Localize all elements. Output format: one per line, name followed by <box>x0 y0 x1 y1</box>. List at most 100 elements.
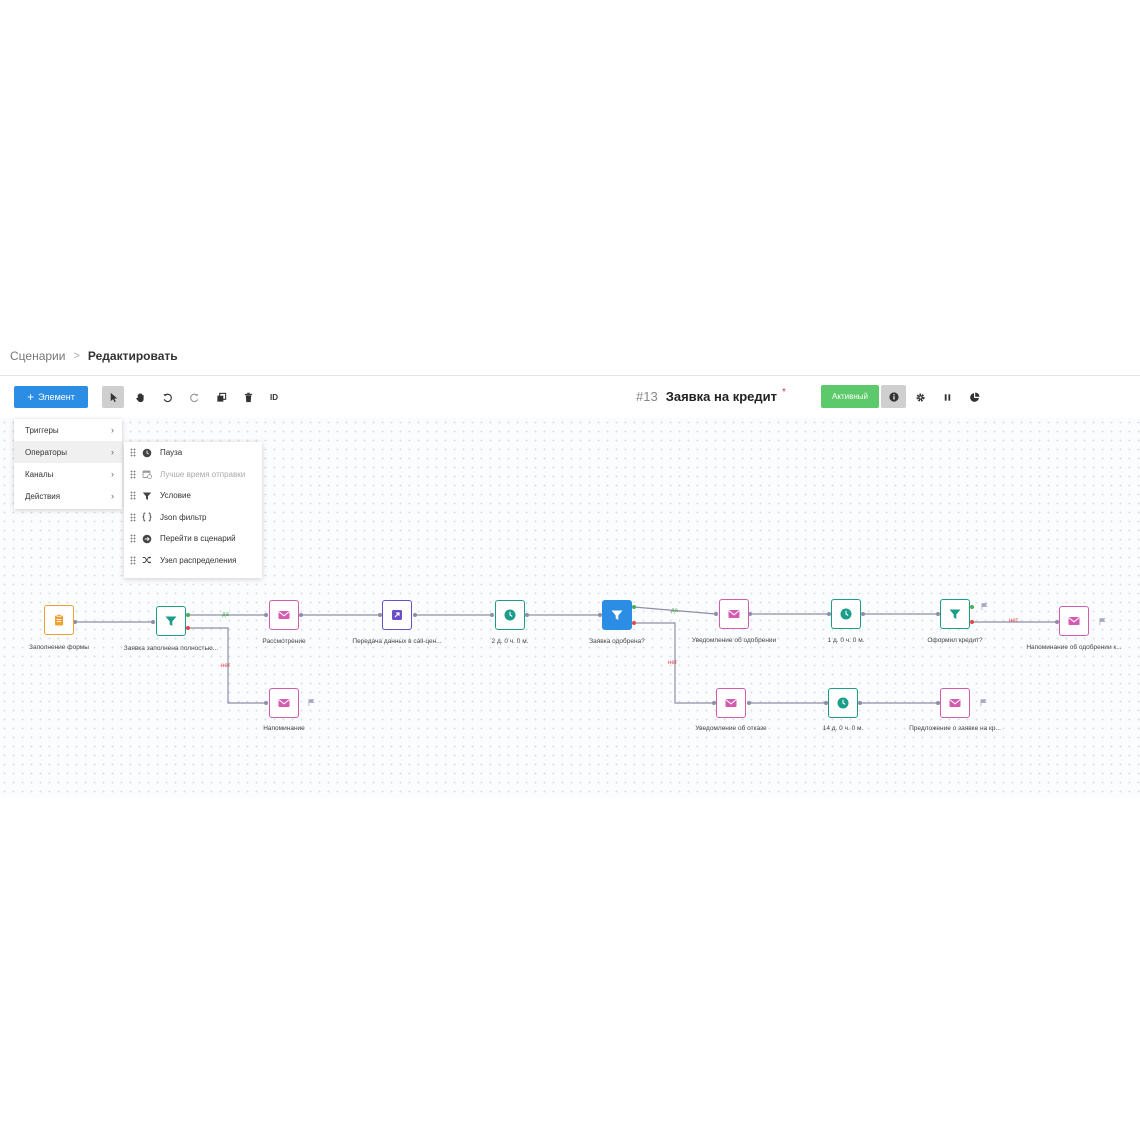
submenu-item-best-send-time: Лучше время отправки <box>124 464 262 486</box>
flow-node-label: Передача данных в call-цен... <box>352 638 442 645</box>
settings-button[interactable] <box>909 386 931 408</box>
menu-item-channels[interactable]: Каналы › <box>14 463 122 485</box>
clock-icon <box>504 609 516 621</box>
flow-node-label: Заявка одобрена? <box>589 638 645 645</box>
flow-node-pause[interactable] <box>495 600 525 630</box>
cursor-icon <box>110 392 117 402</box>
copy-icon <box>216 392 226 402</box>
unsaved-mark: * <box>781 387 786 398</box>
submenu-item-label: Лучше время отправки <box>160 469 246 479</box>
editor-toolbar: + Элемент ID #13 Заявка на кредит * Акти… <box>0 376 1140 419</box>
flow-node-label: Заполнение формы <box>29 644 89 651</box>
undo-icon <box>162 393 172 402</box>
clock-icon <box>840 608 852 620</box>
scenario-title: #13 Заявка на кредит * <box>636 387 786 404</box>
menu-item-triggers[interactable]: Триггеры › <box>14 419 122 441</box>
pause-icon <box>944 393 950 401</box>
drag-handle-icon[interactable] <box>130 448 136 458</box>
drag-handle-icon[interactable] <box>130 512 136 522</box>
flow-node-label: Уведомление об одобрении <box>691 637 777 644</box>
submenu-item-go-to-scenario[interactable]: Перейти в сценарий <box>124 528 262 550</box>
scenario-number: #13 <box>636 389 658 404</box>
clock-icon <box>837 697 849 709</box>
chevron-right-icon: › <box>111 469 114 479</box>
show-id-button[interactable]: ID <box>263 386 285 408</box>
redo-button[interactable] <box>183 386 205 408</box>
undo-button[interactable] <box>156 386 178 408</box>
pause-button[interactable] <box>936 386 958 408</box>
menu-item-operators[interactable]: Операторы › <box>14 441 122 463</box>
external-link-icon <box>392 610 402 620</box>
flow-node-label: 14 д. 0 ч. 0 м. <box>822 725 864 732</box>
plus-icon: + <box>27 390 35 404</box>
drag-handle-icon[interactable] <box>130 491 136 501</box>
flow-node-label: Оформил кредит? <box>927 637 983 644</box>
submenu-item-label: Перейти в сценарий <box>160 534 236 544</box>
flow-node-redirect[interactable] <box>382 600 412 630</box>
submenu-item-pause[interactable]: Пауза <box>124 442 262 464</box>
breadcrumb-scenarios-link[interactable]: Сценарии <box>10 349 66 363</box>
select-tool-button[interactable] <box>102 386 124 408</box>
copy-button[interactable] <box>210 386 232 408</box>
arrow-circle-icon <box>142 534 152 544</box>
clipboard-icon <box>55 614 63 626</box>
trash-icon <box>244 392 252 402</box>
add-element-label: Элемент <box>38 392 75 402</box>
status-active-button[interactable]: Активный <box>821 385 879 408</box>
flow-node-condition[interactable] <box>940 599 970 629</box>
envelope-icon <box>278 611 290 619</box>
delete-button[interactable] <box>237 386 259 408</box>
flag-icon <box>1099 618 1106 625</box>
flow-node-email[interactable] <box>269 600 299 630</box>
flow-node-email[interactable] <box>940 688 970 718</box>
info-button[interactable] <box>881 385 906 408</box>
pan-tool-button[interactable] <box>129 386 151 408</box>
menu-item-label: Триггеры <box>25 425 59 435</box>
drag-handle-icon[interactable] <box>130 555 136 565</box>
flow-node-label: Напоминание об одобрении к... <box>1026 644 1122 651</box>
id-toggle-label: ID <box>270 392 278 402</box>
calendar-icon <box>142 470 152 480</box>
operators-submenu: Пауза Лучше время отправки Условие Json … <box>124 442 262 578</box>
scenario-name[interactable]: Заявка на кредит <box>665 389 777 404</box>
menu-item-label: Операторы <box>25 447 67 457</box>
flow-node-email[interactable] <box>1059 606 1089 636</box>
flow-node-pause[interactable] <box>831 599 861 629</box>
edge-label-yes: да <box>222 612 229 618</box>
filter-icon <box>165 616 177 626</box>
edge-label-no: нет <box>1009 618 1019 624</box>
flow-node-label: Уведомление об отказе <box>695 725 767 732</box>
drag-handle-icon[interactable] <box>130 534 136 544</box>
braces-icon <box>142 512 152 522</box>
flow-node-condition[interactable] <box>156 606 186 636</box>
flow-node-form[interactable] <box>44 605 74 635</box>
envelope-icon <box>949 699 961 707</box>
statistics-button[interactable] <box>963 386 985 408</box>
chevron-right-icon: › <box>111 491 114 501</box>
submenu-item-condition[interactable]: Условие <box>124 485 262 507</box>
drag-handle-icon <box>130 469 136 479</box>
add-element-button[interactable]: + Элемент <box>14 386 88 408</box>
info-icon <box>888 391 899 402</box>
edge-label-no: нет <box>221 663 231 669</box>
flow-node-label: Предложение о заявке на кр... <box>909 725 1001 732</box>
flow-node-pause[interactable] <box>828 688 858 718</box>
hand-icon <box>135 392 144 402</box>
submenu-item-json-filter[interactable]: Json фильтр <box>124 507 262 529</box>
flow-node-condition-selected[interactable] <box>602 600 632 630</box>
menu-item-actions[interactable]: Действия › <box>14 485 122 507</box>
submenu-item-label: Json фильтр <box>160 512 207 522</box>
flow-node-email[interactable] <box>719 599 749 629</box>
flag-icon <box>980 699 987 706</box>
flow-node-email[interactable] <box>269 688 299 718</box>
submenu-item-distribution-node[interactable]: Узел распределения <box>124 550 262 572</box>
envelope-icon <box>725 699 737 707</box>
edge-label-no: нет <box>668 660 678 666</box>
flow-node-email[interactable] <box>716 688 746 718</box>
flow-node-label: Заявка заполнена полностью... <box>123 645 219 652</box>
submenu-item-label: Условие <box>160 491 191 501</box>
submenu-item-label: Пауза <box>160 448 183 458</box>
breadcrumb: Сценарии > Редактировать <box>10 349 178 363</box>
envelope-icon <box>728 610 740 618</box>
shuffle-icon <box>142 556 152 564</box>
